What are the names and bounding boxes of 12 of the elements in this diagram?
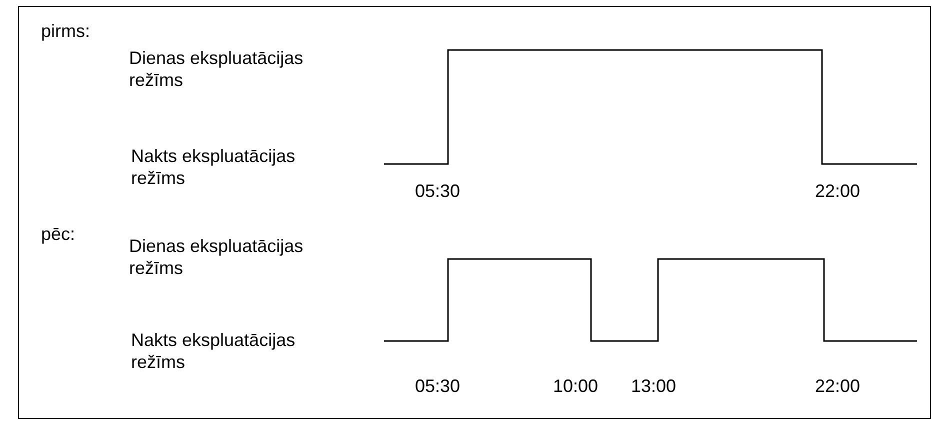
time-label: 05:30 — [415, 375, 462, 397]
mode-label: Dienas ekspluatācijas režīms — [129, 235, 304, 279]
time-label: 13:00 — [631, 375, 678, 397]
section-label: pirms: — [41, 20, 91, 42]
mode-label: Nakts ekspluatācijas režīms — [131, 145, 296, 189]
time-label: 05:30 — [415, 180, 462, 202]
section-label: pēc: — [41, 223, 76, 245]
time-label: 22:00 — [815, 180, 862, 202]
time-label: 10:00 — [553, 375, 600, 397]
time-label: 22:00 — [815, 375, 862, 397]
mode-label: Nakts ekspluatācijas režīms — [131, 329, 296, 373]
mode-label: Dienas ekspluatācijas režīms — [129, 47, 304, 91]
